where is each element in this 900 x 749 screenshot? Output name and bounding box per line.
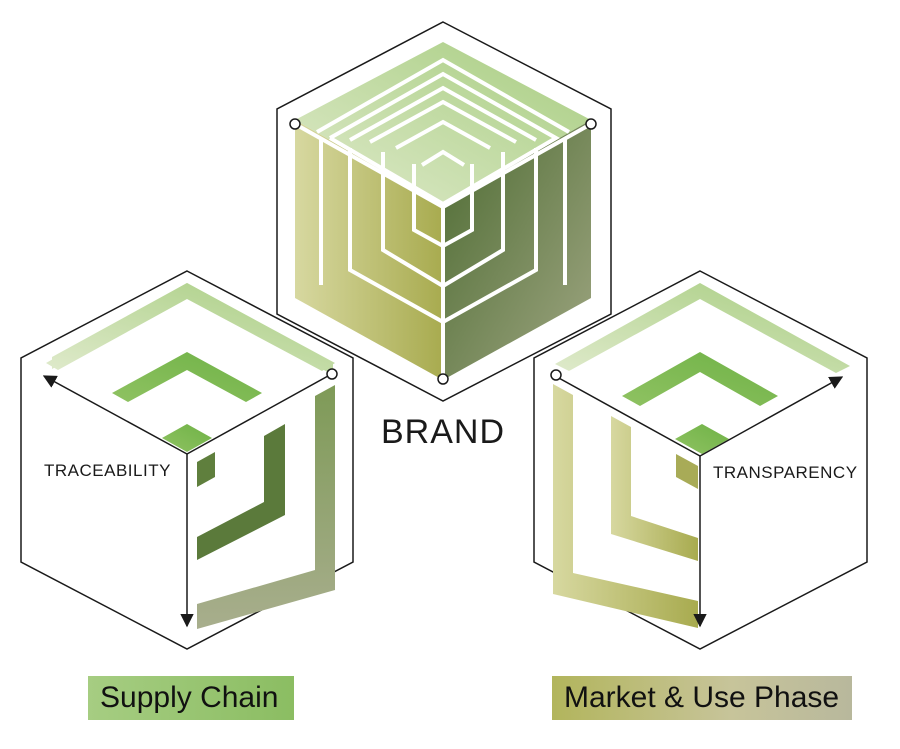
supply-right-band-inner xyxy=(197,452,215,487)
market-axes xyxy=(556,376,844,628)
traceability-label: TRACEABILITY xyxy=(44,461,171,480)
supply-chain-cube: TRACEABILITY xyxy=(20,270,354,650)
market-node-left xyxy=(550,369,562,381)
supply-right-band-outer xyxy=(197,385,335,629)
market-top-band-inner xyxy=(675,424,729,454)
transparency-label: TRANSPARENCY xyxy=(713,463,858,482)
market-use-cube: TRANSPARENCY xyxy=(533,270,868,650)
market-left-band-outer xyxy=(553,384,698,628)
brand-node-right xyxy=(585,118,597,130)
supply-top-band-outer xyxy=(46,283,335,371)
brand-node-bottom xyxy=(437,373,449,385)
brand-label: BRAND xyxy=(381,413,505,451)
brand-axes xyxy=(294,122,592,378)
supply-chain-badge: Supply Chain xyxy=(88,676,294,720)
supply-node-right xyxy=(326,368,338,380)
supply-axes xyxy=(42,375,329,628)
market-left-band-mid xyxy=(611,416,698,561)
market-top-band-outer xyxy=(555,283,850,373)
supply-right-band-mid xyxy=(197,424,285,560)
market-top-band-mid xyxy=(622,352,778,406)
brand-node-left xyxy=(289,118,301,130)
supply-top-band-inner xyxy=(162,424,212,452)
brand-cube xyxy=(276,21,612,402)
market-use-phase-badge: Market & Use Phase xyxy=(552,676,852,720)
supply-top-band-mid xyxy=(112,352,262,402)
market-left-band-inner xyxy=(676,454,698,489)
